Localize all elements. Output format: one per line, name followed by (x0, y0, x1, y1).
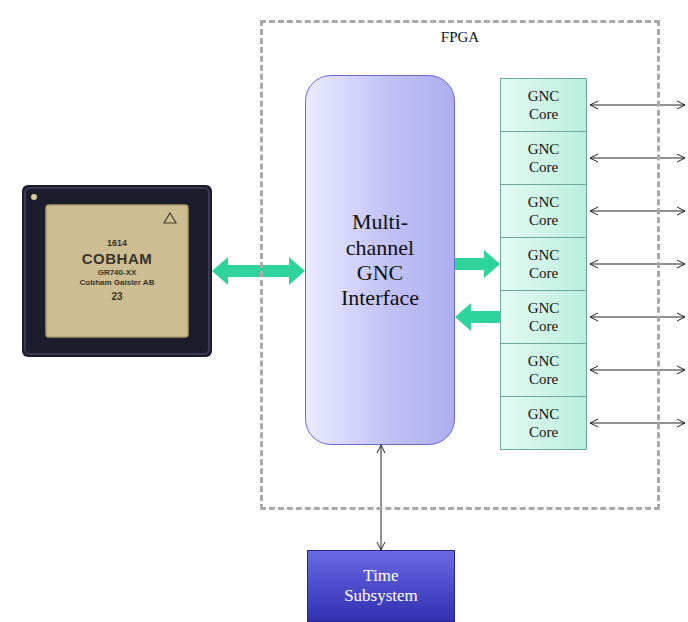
io-arrowhead (590, 313, 598, 321)
io-arrowhead (590, 207, 598, 215)
io-arrowhead (590, 260, 598, 268)
node-label: GNC Core (520, 140, 568, 176)
io-line (590, 317, 685, 318)
node-label: GNC Core (520, 352, 568, 388)
chip-marking: COBHAM (82, 250, 153, 269)
io-line (590, 105, 685, 106)
core-box: GNC Core (500, 78, 587, 132)
io-arrowhead (677, 260, 685, 268)
node-label: Time Subsystem (333, 566, 429, 607)
interface-block: Multi-channel GNC Interface (305, 75, 455, 445)
io-arrowhead (677, 366, 685, 374)
node-label: FPGA (263, 29, 657, 46)
node-label: GNC Core (520, 193, 568, 229)
io-line (590, 211, 685, 212)
io-arrowhead (590, 366, 598, 374)
node-label: GNC Core (520, 87, 568, 123)
data-flow-arrow (455, 250, 500, 278)
node-label: GNC Core (520, 299, 568, 335)
data-flow-arrow (212, 257, 305, 285)
chip-marking: 1614 (107, 238, 127, 249)
core-box: GNC Core (500, 237, 587, 291)
node-label: GNC Core (520, 246, 568, 282)
io-arrowhead (677, 154, 685, 162)
processor-chip: 1614COBHAMGR740-XXCobham Gaisler AB 23 (22, 185, 212, 357)
io-line (590, 158, 685, 159)
fpga-region: FPGAMulti-channel GNC InterfaceGNC CoreG… (260, 20, 660, 510)
io-line (590, 423, 685, 424)
io-line (590, 264, 685, 265)
chip-lid (46, 205, 188, 337)
io-lines (590, 101, 685, 427)
chip-marking: GR740-XX (98, 268, 137, 278)
node-label: Multi-channel GNC Interface (330, 209, 430, 310)
time-subsystem-box: Time Subsystem (307, 550, 455, 622)
node-label: GNC Core (520, 405, 568, 441)
io-arrowhead (677, 313, 685, 321)
core-box: GNC Core (500, 396, 587, 450)
chip-marking: 23 (111, 291, 122, 304)
logo-triangle (164, 213, 176, 223)
io-arrowhead (590, 419, 598, 427)
chip-package (22, 185, 212, 357)
core-box: GNC Core (500, 131, 587, 185)
core-box: GNC Core (500, 290, 587, 344)
signal-arrow (377, 445, 385, 550)
io-arrowhead (677, 101, 685, 109)
io-arrowhead (677, 419, 685, 427)
core-box: GNC Core (500, 343, 587, 397)
chip-edge (25, 188, 209, 354)
data-flow-arrow (455, 303, 500, 331)
io-arrowhead (590, 154, 598, 162)
io-line (590, 370, 685, 371)
io-arrowhead (590, 101, 598, 109)
core-box: GNC Core (500, 184, 587, 238)
io-arrowhead (677, 207, 685, 215)
chip-marking: Cobham Gaisler AB (80, 278, 155, 288)
pin1-dot (31, 194, 37, 200)
